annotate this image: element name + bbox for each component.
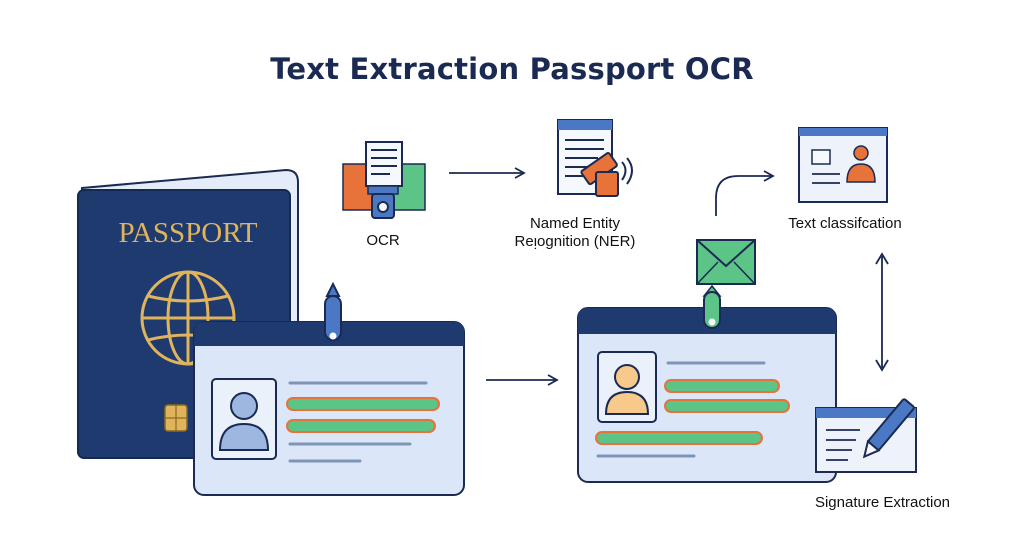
signature-extraction-label: Signature Extraction [814,494,951,511]
ner-label-line1: Named Entity [529,215,621,232]
id-card-left [193,281,465,496]
passport-cover-text: PASSPORT [118,217,257,249]
ner-document-icon [557,119,633,197]
diagram-title: Text Extraction Passport OCR [270,52,754,86]
clip-icon [324,281,342,341]
profile-document-icon [798,127,888,203]
id-card-right [577,291,837,483]
highlight-field [595,431,763,445]
avatar-placeholder-icon [211,378,277,460]
highlight-field [664,379,780,393]
ocr-scanner-icon [342,141,426,219]
chip-icon [164,404,188,432]
highlight-field [664,399,790,413]
flow-arrows [449,167,889,386]
clip-icon [703,291,721,329]
ner-label-line2: Reᴉognition (NER) [514,233,636,250]
avatar-icon [597,351,657,423]
highlight-field [286,397,440,411]
ner-label: Named Entity Reᴉognition (NER) [500,215,650,251]
ocr-label: OCR [366,232,400,249]
signature-pen-icon [815,398,917,473]
text-classification-label: Text classifcation [788,215,902,232]
envelope-icon [696,239,756,297]
arrow-to-classification [715,170,775,216]
highlight-field [286,419,436,433]
